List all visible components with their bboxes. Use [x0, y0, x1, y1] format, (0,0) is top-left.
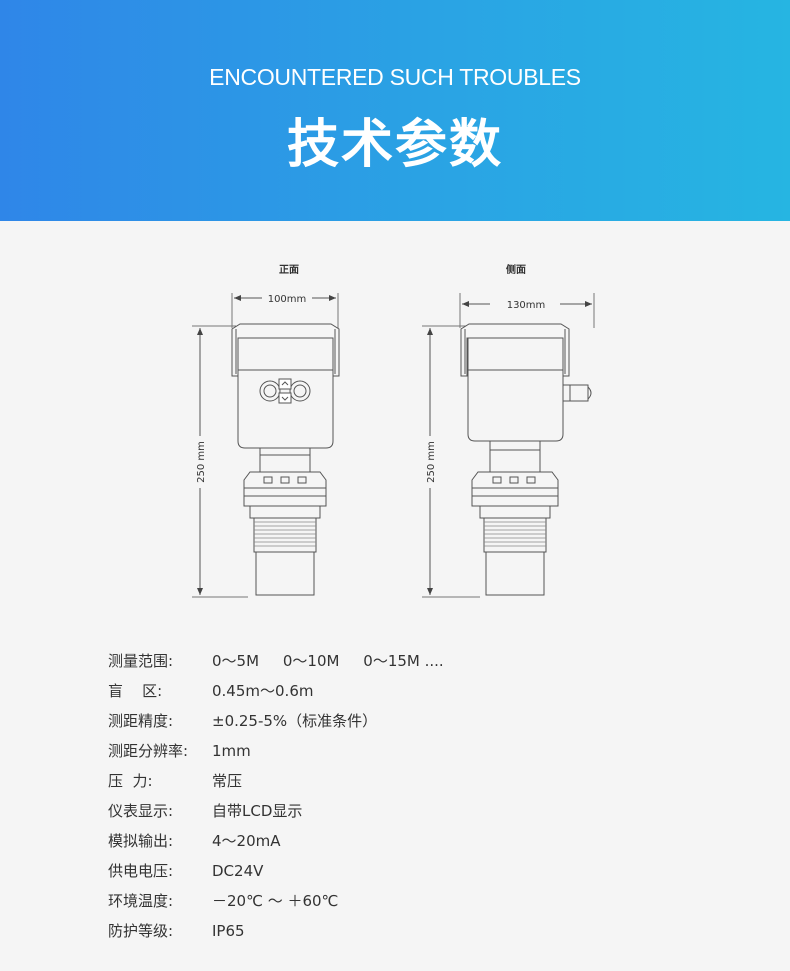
spec-value: 0～5M 0～10M 0～15M .... — [212, 652, 444, 670]
spec-value: 0.45m～0.6m — [212, 682, 314, 700]
front-height-label: 250 mm — [196, 441, 207, 483]
front-view: 正面 100mm 250 mm — [192, 264, 340, 598]
spec-label: 测量范围: — [108, 652, 174, 670]
spec-label: 供电电压: — [108, 862, 174, 880]
spec-value: －20℃ ～ ＋60℃ — [212, 892, 339, 910]
spec-value: DC24V — [212, 862, 264, 880]
spec-label: 压 力: — [108, 772, 153, 790]
spec-value: 1mm — [212, 742, 251, 760]
spec-label: 环境温度: — [108, 892, 174, 910]
spec-label: 仪表显示: — [108, 802, 174, 820]
spec-label: 测距分辨率: — [108, 742, 189, 760]
front-view-label: 正面 — [279, 264, 299, 276]
side-view-label: 侧面 — [506, 263, 526, 276]
header-banner: ENCOUNTERED SUCH TROUBLES 技术参数 — [0, 0, 790, 221]
dimension-drawing-svg: 正面 100mm 250 mm — [192, 263, 595, 598]
technical-drawing: 正面 100mm 250 mm — [188, 258, 608, 603]
spec-value: 常压 — [212, 772, 243, 790]
spec-label: 防护等级: — [108, 922, 174, 940]
front-width-label: 100mm — [268, 294, 307, 305]
side-view: 侧面 130mm 250 mm — [422, 263, 595, 598]
side-height-label: 250 mm — [426, 441, 437, 483]
spec-label: 盲 区: — [108, 682, 163, 700]
header-subtitle: ENCOUNTERED SUCH TROUBLES — [209, 64, 581, 90]
spec-value: IP65 — [212, 922, 245, 940]
spec-label: 测距精度: — [108, 712, 174, 730]
side-width-label: 130mm — [507, 300, 546, 311]
header-title: 技术参数 — [286, 115, 503, 175]
spec-value: ±0.25-5%（标准条件） — [212, 712, 378, 730]
spec-value: 4～20mA — [212, 832, 281, 850]
spec-value: 自带LCD显示 — [212, 802, 303, 820]
spec-label: 模拟输出: — [108, 832, 174, 850]
